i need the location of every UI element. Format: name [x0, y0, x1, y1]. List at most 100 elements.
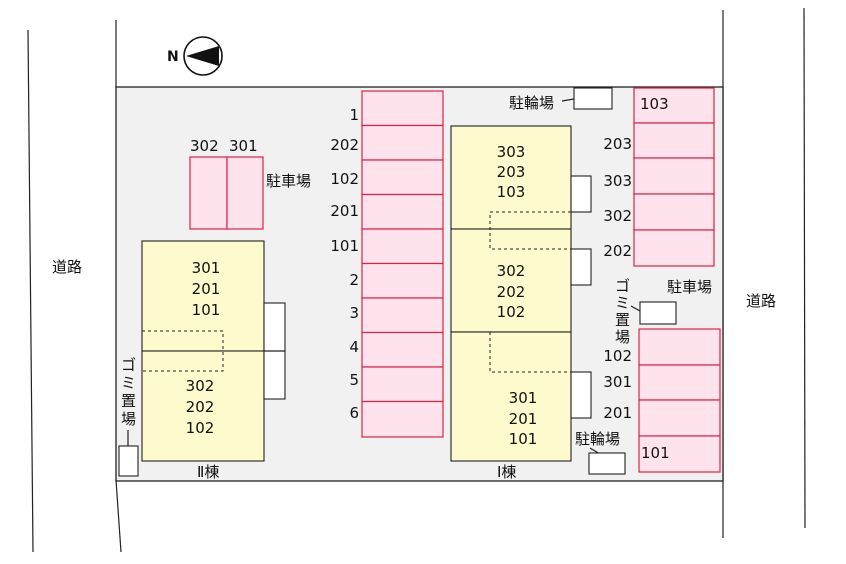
garbage-label-char: 場	[615, 328, 630, 346]
parking-slot-label: 102	[603, 347, 632, 365]
building-2-name: Ⅱ棟	[197, 463, 219, 481]
parking-slot-label: 3	[349, 304, 359, 322]
building-1-balcony	[570, 248, 592, 286]
garbage-label-char: ミ	[615, 294, 630, 312]
garbage-label-char: 場	[615, 328, 630, 346]
building-1-middle-section	[450, 228, 572, 333]
parking-slot-label: 203	[603, 135, 632, 153]
garbage-label-char: ミ	[615, 294, 630, 312]
parking-slot	[633, 193, 715, 231]
road-label-right: 道路	[746, 292, 776, 310]
parking-slot-label: 201	[330, 202, 359, 220]
parking-slot	[633, 229, 715, 267]
bicycle-parking-label: 駐輪場	[575, 430, 620, 448]
bicycle-parking-box	[588, 452, 626, 475]
parking-slot-label: 4	[349, 338, 359, 356]
garbage-label-char: ゴ	[615, 277, 630, 295]
parking-slot	[361, 193, 444, 230]
parking-slot-label: 101	[330, 237, 359, 255]
parking-slot-label: 302	[190, 137, 219, 155]
compass: N	[167, 36, 223, 76]
unit-label: 202	[497, 283, 526, 301]
bicycle-parking-box	[573, 87, 613, 110]
parking-center: 1 202 102 201 101 2 3 4 5 6	[330, 90, 444, 438]
parking-slot	[633, 122, 715, 159]
road-label-left: 道路	[52, 258, 82, 276]
unit-label: 303	[497, 143, 526, 161]
leader-line	[630, 305, 641, 312]
garbage-area-west: ゴ ミ 置 場	[118, 356, 139, 477]
parking-slot-label: 302	[603, 207, 632, 225]
building-1-hidden-outline	[489, 211, 571, 250]
garbage-label-char: 場	[121, 410, 136, 428]
garbage-label-char: ゴ	[615, 277, 630, 295]
building-2-lower-section	[141, 350, 265, 462]
bicycle-parking-label: 駐輪場	[509, 94, 554, 112]
unit-label: 301	[192, 259, 221, 277]
parking-slot	[361, 297, 444, 334]
parking-slot-label: 301	[229, 137, 258, 155]
parking-slot-label: 303	[603, 172, 632, 190]
unit-label: 202	[186, 398, 215, 416]
parking-slot-label: 6	[349, 404, 359, 422]
garbage-label-char: ミ	[121, 374, 136, 392]
unit-label: 102	[497, 303, 526, 321]
building-2-upper-section	[141, 240, 265, 352]
garbage-area-east: ゴ ミ 置 場	[615, 277, 677, 346]
unit-label: 302	[186, 377, 215, 395]
parking-west: 302 301 駐車場	[189, 137, 311, 230]
parking-slot	[638, 328, 721, 366]
parking-slot-label: 2	[349, 271, 359, 289]
parking-east-label: 駐車場	[667, 278, 712, 296]
parking-slot	[226, 156, 264, 230]
road-edge-left-inner-bottom	[115, 479, 122, 553]
garbage-box	[118, 445, 139, 477]
parking-slot	[361, 90, 444, 127]
parking-slot-label: 1	[349, 106, 359, 124]
garbage-label-char: 置	[615, 311, 630, 329]
bicycle-parking-north: 駐輪場	[509, 87, 613, 112]
compass-letter: N	[167, 49, 179, 65]
parking-slot	[361, 124, 444, 161]
unit-label: 301	[509, 389, 538, 407]
parking-west-label: 駐車場	[266, 172, 311, 190]
road-edge-right-outer	[803, 7, 806, 529]
building-1-hidden-outline	[489, 332, 571, 373]
parking-slot-label: 102	[330, 170, 359, 188]
unit-label: 201	[192, 280, 221, 298]
building-1-name: Ⅰ棟	[497, 463, 516, 481]
garbage-label-char: 置	[121, 392, 136, 410]
parking-east-bottom: 102 301 201 101	[603, 328, 721, 473]
unit-label: 203	[497, 163, 526, 181]
unit-label: 302	[497, 262, 526, 280]
parking-slot	[361, 262, 444, 299]
parking-slot	[638, 364, 721, 401]
unit-label: 101	[192, 301, 221, 319]
building-1: 303 203 103 302 202 102 301 201 101 Ⅰ棟	[450, 125, 592, 481]
building-1-balcony	[570, 175, 592, 213]
building-1-bottom-section	[450, 331, 572, 462]
parking-slot	[633, 157, 715, 195]
parking-slot-label: 201	[603, 404, 632, 422]
compass-arrow-icon	[186, 46, 219, 66]
leader-line	[561, 98, 575, 102]
parking-slot	[638, 435, 721, 473]
unit-label: 201	[509, 410, 538, 428]
road-edge-left-outer	[27, 29, 34, 553]
garbage-label-char: ゴ	[121, 356, 136, 374]
building-2: 301 201 101 302 202 102 Ⅱ棟	[141, 240, 286, 481]
parking-slot-label: 101	[641, 444, 670, 462]
garbage-label-char: ミ	[121, 374, 136, 392]
garbage-box	[639, 301, 677, 325]
unit-label: 102	[186, 419, 215, 437]
garbage-label-char: 置	[121, 392, 136, 410]
unit-label: 103	[497, 183, 526, 201]
garbage-label-char: 場	[121, 410, 136, 428]
parking-slot	[189, 156, 228, 230]
parking-slot-label: 202	[330, 136, 359, 154]
garbage-label-char: 置	[615, 311, 630, 329]
garbage-label-char: ゴ	[121, 356, 136, 374]
parking-slot	[638, 399, 721, 437]
parking-slot	[361, 400, 444, 438]
